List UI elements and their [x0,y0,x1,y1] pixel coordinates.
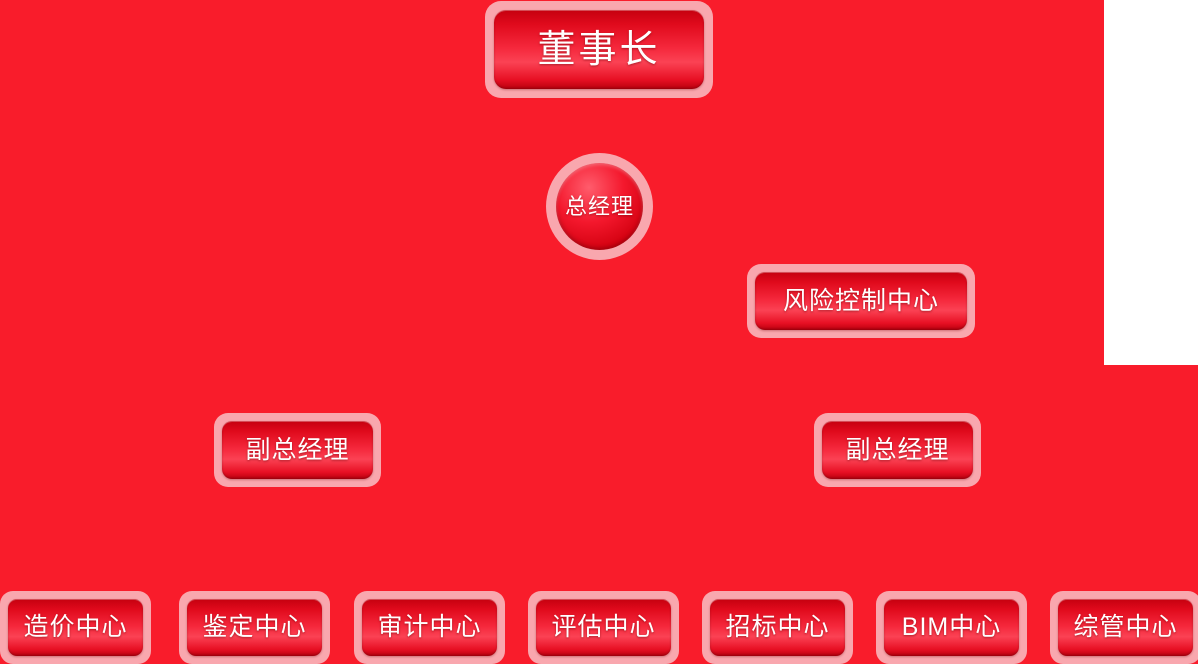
node-deputy-general-manager-left[interactable]: 副总经理 [214,413,381,487]
node-center-5[interactable]: 招标中心 [702,591,853,664]
node-chairman[interactable]: 董事长 [485,1,713,98]
node-risk-control-center-label: 风险控制中心 [782,286,939,315]
node-center-4-label: 评估中心 [551,613,656,641]
node-center-2[interactable]: 鉴定中心 [179,591,330,664]
node-risk-control-center[interactable]: 风险控制中心 [747,264,975,338]
node-center-1-label: 造价中心 [23,613,128,641]
node-center-2-body: 鉴定中心 [187,599,322,656]
node-center-3[interactable]: 审计中心 [354,591,505,664]
node-center-5-label: 招标中心 [725,613,830,641]
node-center-6-body: BIM中心 [884,599,1019,656]
node-deputy-general-manager-right[interactable]: 副总经理 [814,413,981,487]
node-deputy-general-manager-left-label: 副总经理 [245,435,350,464]
node-center-1-body: 造价中心 [8,599,143,656]
node-deputy-general-manager-right-label: 副总经理 [845,435,950,464]
node-chairman-body: 董事长 [494,10,704,89]
node-center-1[interactable]: 造价中心 [0,591,151,664]
node-center-6-label: BIM中心 [901,613,1002,641]
node-center-4[interactable]: 评估中心 [528,591,679,664]
node-deputy-left-body: 副总经理 [222,421,373,479]
node-general-manager-body: 总经理 [556,163,643,250]
node-center-7-body: 综管中心 [1058,599,1193,656]
node-center-7-label: 综管中心 [1073,613,1178,641]
node-chairman-label: 董事长 [537,28,661,71]
node-center-6[interactable]: BIM中心 [876,591,1027,664]
node-center-7[interactable]: 综管中心 [1050,591,1198,664]
node-general-manager[interactable]: 总经理 [546,153,653,260]
node-center-5-body: 招标中心 [710,599,845,656]
node-center-4-body: 评估中心 [536,599,671,656]
node-deputy-right-body: 副总经理 [822,421,973,479]
node-center-2-label: 鉴定中心 [202,613,307,641]
node-general-manager-label: 总经理 [564,193,634,219]
white-panel [1104,0,1198,365]
node-center-3-body: 审计中心 [362,599,497,656]
node-center-3-label: 审计中心 [377,613,482,641]
node-risk-control-center-body: 风险控制中心 [755,272,967,330]
